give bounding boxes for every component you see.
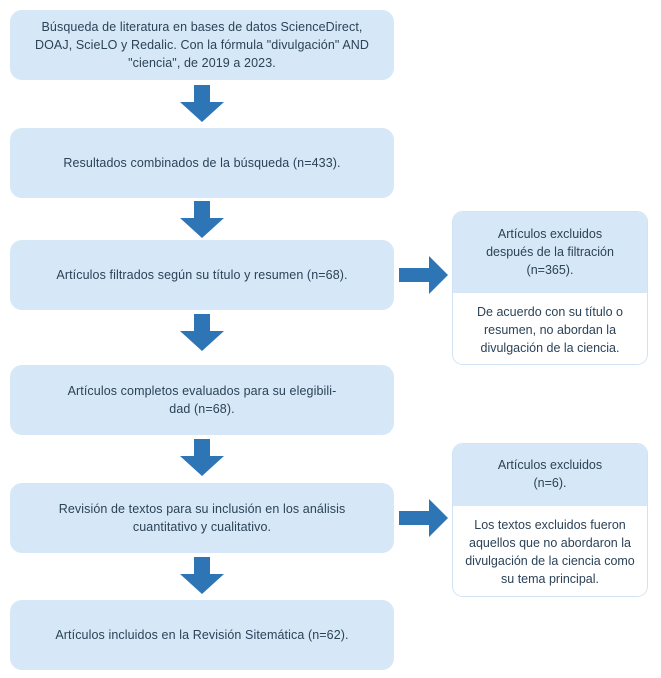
flow-box-text-review: Revisión de textos para su inclusión en … xyxy=(10,483,394,553)
flow-box-combined-results-label: Resultados combinados de la búsqueda (n=… xyxy=(63,156,341,170)
arrow-down-icon xyxy=(179,201,225,239)
arrow-right-icon xyxy=(399,255,449,295)
flow-box-search: Búsqueda de literatura en bases de datos… xyxy=(10,10,394,80)
side-box-excluded-after-filtering-header-label: Artículos excluidos después de la filtra… xyxy=(486,226,614,277)
flow-box-full-text-eligibility: Artículos completos evaluados para su el… xyxy=(10,365,394,435)
side-box-excluded-after-filtering: Artículos excluidos después de la filtra… xyxy=(452,211,648,365)
arrow-down-icon xyxy=(179,439,225,477)
flow-box-text-review-label: Revisión de textos para su inclusión en … xyxy=(58,502,346,534)
flow-box-included-articles: Artículos incluidos en la Revisión Sitem… xyxy=(10,600,394,670)
side-box-excluded-texts-header: Artículos excluidos (n=6). xyxy=(453,444,647,506)
side-box-excluded-texts-header-label: Artículos excluidos (n=6). xyxy=(497,458,603,490)
side-box-excluded-texts-body: Los textos excluidos fueron aquellos que… xyxy=(453,506,647,596)
arrow-down-icon xyxy=(179,314,225,352)
flow-box-filtered-articles-label: Artículos filtrados según su título y re… xyxy=(56,268,348,282)
flow-box-full-text-eligibility-label: Artículos completos evaluados para su el… xyxy=(67,384,337,416)
flow-box-combined-results: Resultados combinados de la búsqueda (n=… xyxy=(10,128,394,198)
flow-box-included-articles-label: Artículos incluidos en la Revisión Sitem… xyxy=(55,628,349,642)
flow-box-filtered-articles: Artículos filtrados según su título y re… xyxy=(10,240,394,310)
arrow-right-icon xyxy=(399,498,449,538)
side-box-excluded-after-filtering-header: Artículos excluidos después de la filtra… xyxy=(453,212,647,293)
arrow-down-icon xyxy=(179,557,225,595)
side-box-excluded-texts-body-label: Los textos excluidos fueron aquellos que… xyxy=(465,518,635,586)
flow-box-search-label: Búsqueda de literatura en bases de datos… xyxy=(34,20,370,70)
side-box-excluded-after-filtering-body: De acuerdo con su título o resumen, no a… xyxy=(453,293,647,364)
side-box-excluded-texts: Artículos excluidos (n=6). Los textos ex… xyxy=(452,443,648,597)
side-box-excluded-after-filtering-body-label: De acuerdo con su título o resumen, no a… xyxy=(477,305,623,355)
arrow-down-icon xyxy=(179,85,225,123)
